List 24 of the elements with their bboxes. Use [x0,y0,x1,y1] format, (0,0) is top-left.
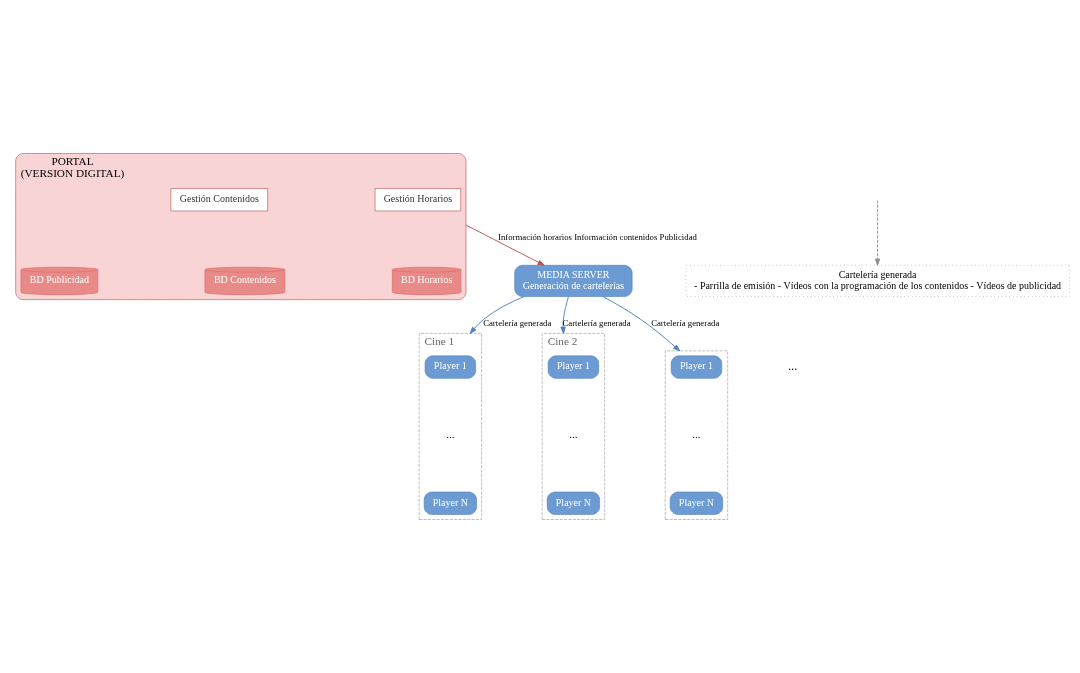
arrow [874,199,881,266]
node-box: Player 1 [670,355,723,379]
edge-label: Cartelería generada [562,318,631,329]
label: ... [446,427,455,440]
node-box: Player N [669,491,723,515]
arrow [560,296,569,334]
cluster [664,350,728,520]
node-box: Cartelería generada - Parrilla de emisión - Vídeos con la programación de los contenidos - Vídeos de publicidad [685,265,1070,297]
arrow [469,296,525,334]
node-box: Player N [423,491,477,515]
node-box: Gestión Horarios [374,188,461,212]
node-box: MEDIA SERVER Generación de cartelerías [514,265,633,297]
node-box: Player 1 [424,355,476,379]
edge-label: Cartelería generada [651,318,720,329]
label: ... [569,427,578,440]
node-box: Player 1 [547,355,599,379]
label: ... [692,427,701,440]
label: ... [787,359,798,374]
arrow [465,224,545,266]
edge-label: Cartelería generada [483,318,552,329]
arrow [602,296,681,352]
node-box: Gestión Contenidos [170,188,268,212]
node-box: Player N [546,491,600,515]
edge-label: Información horarios Información contenidos Publicidad [498,232,697,243]
